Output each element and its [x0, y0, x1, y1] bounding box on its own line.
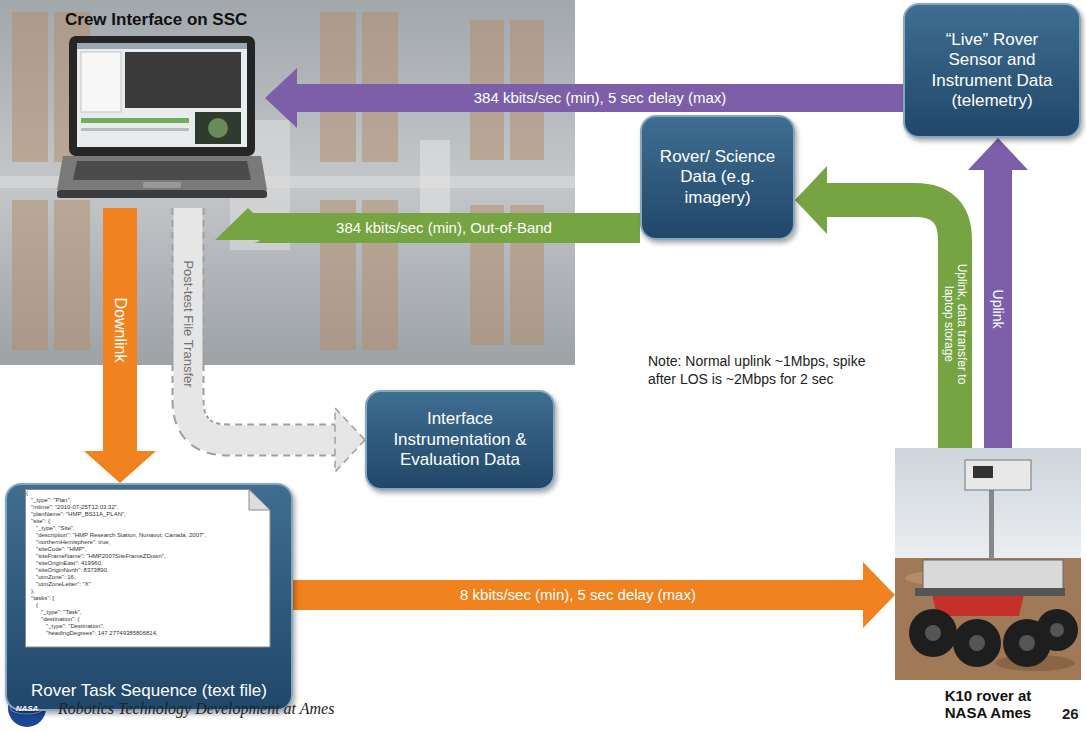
edge-label: 384 kbits/sec (min), 5 sec delay (max)	[474, 89, 727, 106]
edge-label: Downlink	[111, 297, 129, 362]
code-line: "northernHemisphere": true,	[36, 539, 110, 546]
laptop-illustration	[55, 34, 270, 208]
code-line: "destination": {	[41, 616, 80, 623]
code-line: "mtime": "2010-07-25T12:03:32",	[31, 504, 119, 511]
code-line: "_type": "Destination",	[46, 623, 104, 630]
code-line: {	[26, 490, 28, 497]
data-flow-arrow	[188, 208, 365, 472]
code-line: "siteOriginEast": 419960,	[36, 560, 103, 567]
node-heading: Crew Interface on SSC	[65, 10, 265, 30]
rover-photo-box: K10 rover at NASA Ames	[895, 448, 1081, 723]
code-line: {	[36, 602, 38, 609]
crew-laptop: Crew Interface on SSC	[55, 8, 265, 208]
note-text: Note: Normal uplink ~1Mbps, spike after …	[648, 353, 888, 388]
edge-label: Uplink	[990, 290, 1006, 329]
edge-label: Uplink, data transfer to laptop storage	[942, 259, 968, 389]
footer-text: Robotics Technology Development at Ames	[58, 700, 334, 718]
code-line: "siteCode": "HMP",	[36, 546, 87, 553]
node-text: Rover Task Sequence (text file)	[15, 681, 283, 701]
code-line: "tasks": [	[31, 595, 54, 602]
node-text: K10 rover at NASA Ames	[931, 687, 1045, 722]
code-line: "headingDegrees": 147.27749385806814,	[46, 630, 158, 637]
code-line: "siteOriginNorth": 8373890,	[36, 567, 109, 574]
edge-label: Post-test File Transfer	[181, 260, 196, 387]
code-line: "site": {	[31, 518, 50, 525]
data-flow-arrow	[795, 166, 955, 448]
data-flow-arrow	[968, 138, 1028, 448]
node-text: Interface Instrumentation & Evaluation D…	[380, 409, 540, 470]
code-line: "utmZoneLetter": "X"	[36, 581, 91, 588]
code-line: },	[31, 588, 35, 595]
code-line: "_type": "Site",	[36, 525, 75, 532]
code-line: "_type": "Task",	[41, 609, 82, 616]
telemetry-box: “Live” Rover Sensor and Instrument Data …	[903, 3, 1081, 138]
edge-label: 8 kbits/sec (min), 5 sec delay (max)	[460, 586, 696, 603]
code-line: "_type": "Plan",	[31, 497, 71, 504]
node-text: “Live” Rover Sensor and Instrument Data …	[918, 30, 1066, 112]
edge-label: 384 kbits/sec (min), Out-of-Band	[336, 219, 552, 236]
rover-photo	[895, 448, 1081, 680]
data-flow-arrow	[84, 208, 156, 483]
node-text: Rover/ Science Data (e.g. imagery)	[655, 147, 780, 208]
code-line: "planName": "HMP_BS11A_PLAN",	[31, 511, 126, 518]
code-line: "siteFrameName": "HMP2007SiteFrameZDown"…	[36, 553, 166, 560]
page-number: 26	[1062, 705, 1079, 722]
data-flow-arrow	[215, 208, 640, 240]
data-flow-arrow	[265, 68, 903, 128]
code-line: "description": "HMP Research Station, Nu…	[36, 532, 206, 539]
logo-text: NASA	[7, 704, 47, 713]
data-flow-arrow	[293, 562, 895, 628]
code-line: "utmZone": 16,	[36, 574, 76, 581]
evaluation-data-box: Interface Instrumentation & Evaluation D…	[365, 390, 555, 490]
science-data-box: Rover/ Science Data (e.g. imagery)	[640, 115, 795, 240]
